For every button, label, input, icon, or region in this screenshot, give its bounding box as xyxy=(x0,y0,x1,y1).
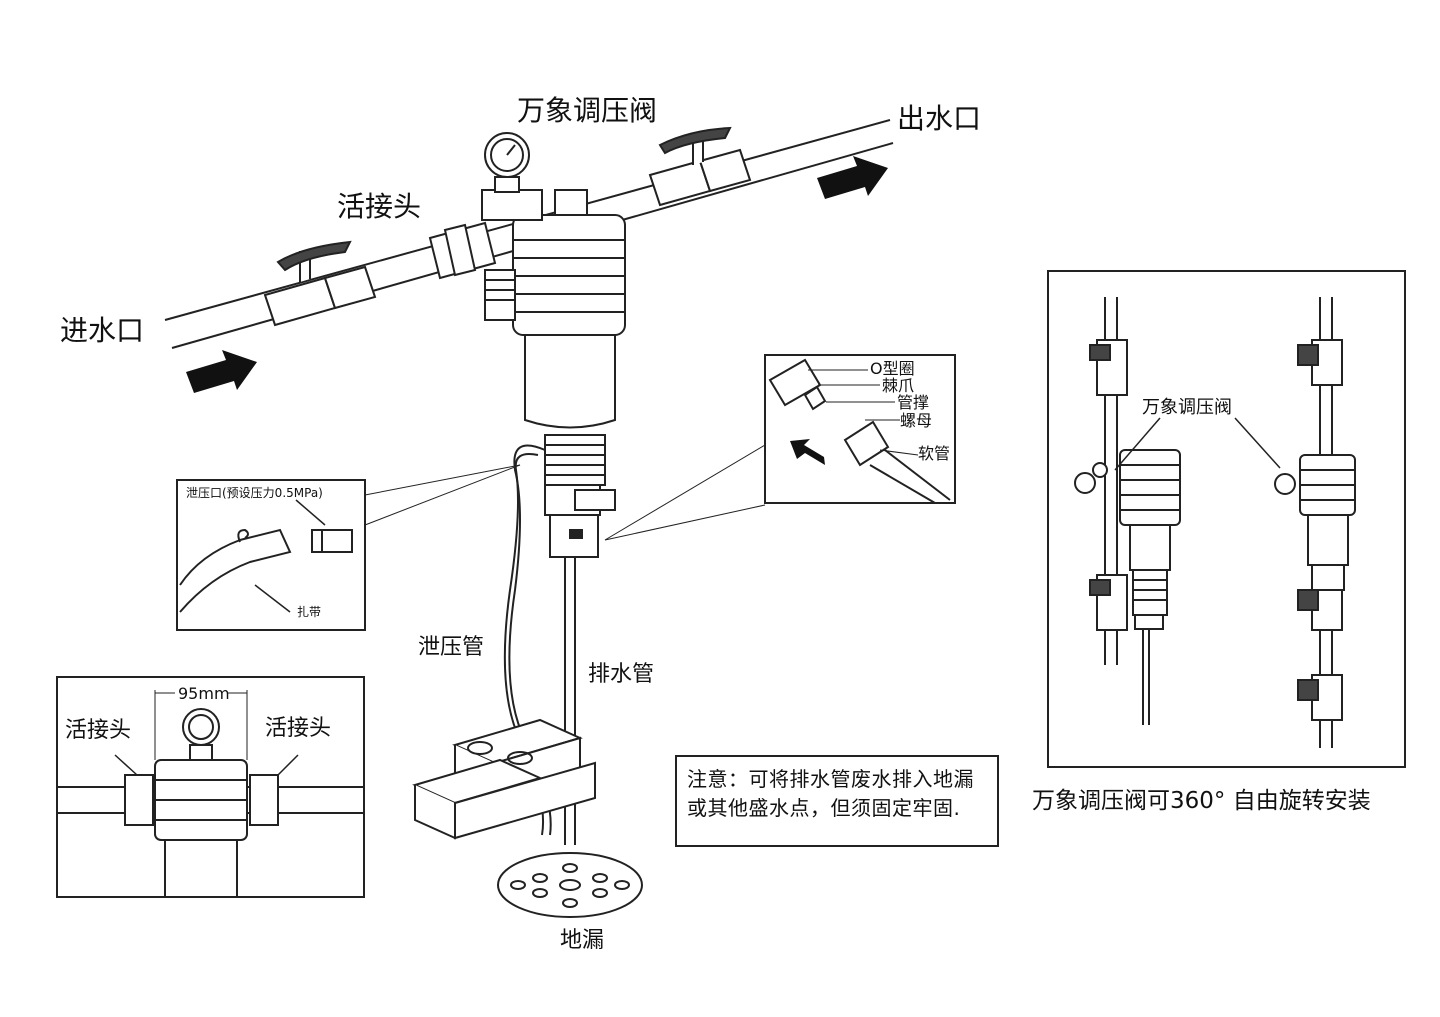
hose-detail-box xyxy=(764,354,956,504)
union-left-label: 活接头 xyxy=(65,718,132,743)
rotation-valve-label: 万象调压阀 xyxy=(1142,397,1232,418)
claw-label: 棘爪 xyxy=(882,376,915,395)
floor-drain-label: 地漏 xyxy=(560,928,605,953)
hose-label: 软管 xyxy=(918,444,951,463)
bricks xyxy=(412,718,596,840)
nut-label: 螺母 xyxy=(900,411,933,430)
union-right-label: 活接头 xyxy=(265,716,332,741)
inlet-label: 进水口 xyxy=(60,314,145,347)
relief-pipe-label: 泄压管 xyxy=(418,635,485,660)
rotation-caption: 万象调压阀可360° 自由旋转安装 xyxy=(1032,788,1371,814)
filter-body xyxy=(481,132,626,558)
drain-pipe-label: 排水管 xyxy=(588,662,655,687)
cable-tie-label: 扎带 xyxy=(297,605,322,619)
universal-valve-label: 万象调压阀 xyxy=(517,94,658,127)
rotation-box xyxy=(1047,270,1406,768)
floor-drain xyxy=(497,852,643,918)
pipe-support-label: 管撑 xyxy=(897,393,930,412)
relief-detail-box xyxy=(176,479,366,631)
relief-port-label: 泄压口(预设压力0.5MPa) xyxy=(186,486,323,500)
outlet-arrow-icon xyxy=(817,156,888,199)
note-box: 注意：可将排水管废水排入地漏或其他盛水点，但须固定牢固. xyxy=(675,755,999,847)
dimension-detail-box xyxy=(56,676,365,898)
o-ring-label: O型圈 xyxy=(870,359,915,378)
dimension-label: 95mm xyxy=(178,684,230,703)
main-pipe xyxy=(164,119,894,349)
flow-arrows xyxy=(186,156,888,465)
hose-arrow-icon xyxy=(790,439,825,465)
inlet-arrow-icon xyxy=(186,350,257,393)
outlet-label: 出水口 xyxy=(897,102,982,135)
union-label: 活接头 xyxy=(337,190,422,223)
